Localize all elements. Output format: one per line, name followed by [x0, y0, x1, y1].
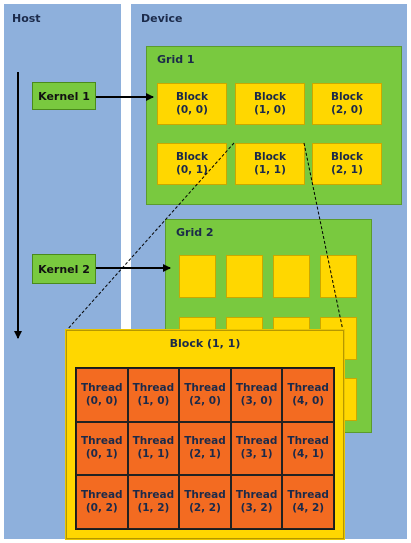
thread-coord: (0, 1): [85, 448, 118, 461]
thread-label: Thread: [81, 435, 123, 448]
thread-coord: (2, 0): [189, 394, 221, 407]
thread-label: Thread: [287, 435, 329, 448]
thread-label: Thread: [132, 489, 175, 502]
thread-cell: Thread(4, 2): [282, 475, 334, 529]
thread-coord: (1, 1): [137, 448, 170, 461]
grid-2-block: [320, 255, 357, 298]
thread-cell: Thread(2, 1): [179, 421, 231, 476]
block-coord: (1, 1): [254, 164, 286, 176]
thread-coord: (3, 1): [240, 448, 273, 461]
thread-label: Thread: [184, 381, 226, 394]
thread-cell: Thread(1, 2): [127, 475, 180, 529]
thread-coord: (2, 1): [189, 448, 221, 461]
thread-coord: (1, 0): [137, 394, 170, 407]
thread-label: Thread: [132, 381, 175, 394]
block-label: Block: [330, 91, 364, 103]
thread-cell: Thread(3, 1): [230, 421, 283, 476]
grid-1-block: Block (1, 1): [235, 143, 305, 185]
zoom-line-right: [303, 142, 344, 332]
grid-2-block: [179, 255, 216, 298]
thread-coord: (4, 1): [292, 448, 325, 461]
thread-label: Thread: [235, 435, 278, 448]
thread-label: Thread: [184, 435, 226, 448]
block-label: Block: [330, 151, 364, 163]
block-coord: (1, 0): [254, 104, 286, 116]
thread-label: Thread: [235, 381, 278, 394]
block-coord: (2, 0): [331, 104, 363, 116]
thread-label: Thread: [81, 489, 123, 502]
thread-label: Thread: [287, 381, 329, 394]
thread-coord: (4, 2): [292, 502, 325, 515]
thread-label: Thread: [184, 489, 226, 502]
grid-1-title: Grid 1: [157, 53, 195, 66]
thread-cell: Thread(3, 2): [230, 475, 283, 529]
block-label: Block: [253, 151, 287, 163]
block-label: Block: [175, 91, 209, 103]
thread-label: Thread: [81, 381, 123, 394]
block-label: Block: [175, 151, 209, 163]
block-coord: (0, 1): [176, 164, 208, 176]
host-title: Host: [12, 12, 41, 25]
thread-cell: Thread(1, 0): [127, 368, 180, 422]
kernel-2-box: Kernel 2: [32, 254, 96, 284]
block-label: Block: [253, 91, 287, 103]
grid-1-block: Block (2, 0): [312, 83, 382, 125]
block-coord: (2, 1): [331, 164, 363, 176]
grid-2-block: [226, 255, 263, 298]
thread-label: Thread: [235, 489, 278, 502]
grid-1-block: Block (2, 1): [312, 143, 382, 185]
grid-1-block: Block (0, 0): [157, 83, 227, 125]
grid-1-block: Block (0, 1): [157, 143, 227, 185]
thread-cell: Thread(3, 0): [230, 368, 283, 422]
grid-2-title: Grid 2: [176, 226, 214, 239]
thread-coord: (3, 0): [240, 394, 273, 407]
thread-cell: Thread(1, 1): [127, 421, 180, 476]
device-title: Device: [141, 12, 183, 25]
zoom-line-left: [65, 142, 235, 332]
thread-cell: Thread(0, 2): [76, 475, 128, 529]
thread-coord: (0, 2): [85, 502, 118, 515]
kernel-1-box: Kernel 1: [32, 82, 96, 110]
thread-cell: Thread(0, 0): [76, 368, 128, 422]
block-detail-title: Block (1, 1): [169, 337, 241, 350]
thread-coord: (3, 2): [240, 502, 273, 515]
grid-2-block: [273, 255, 310, 298]
thread-coord: (4, 0): [292, 394, 325, 407]
thread-coord: (1, 2): [137, 502, 170, 515]
block-detail: Block (1, 1) Thread(0, 0) Thread(1, 0) T…: [66, 330, 344, 539]
thread-cell: Thread(4, 0): [282, 368, 334, 422]
thread-coord: (2, 2): [189, 502, 221, 515]
grid-1: Grid 1 Block (0, 0) Block (1, 0) Block (…: [146, 46, 402, 205]
thread-coord: (0, 0): [85, 394, 118, 407]
thread-cell: Thread(0, 1): [76, 421, 128, 476]
block-coord: (0, 0): [176, 104, 208, 116]
thread-cell: Thread(4, 1): [282, 421, 334, 476]
thread-label: Thread: [132, 435, 175, 448]
grid-1-block: Block (1, 0): [235, 83, 305, 125]
thread-cell: Thread(2, 2): [179, 475, 231, 529]
thread-cell: Thread(2, 0): [179, 368, 231, 422]
thread-grid: Thread(0, 0) Thread(1, 0) Thread(2, 0) T…: [75, 367, 335, 530]
thread-label: Thread: [287, 489, 329, 502]
